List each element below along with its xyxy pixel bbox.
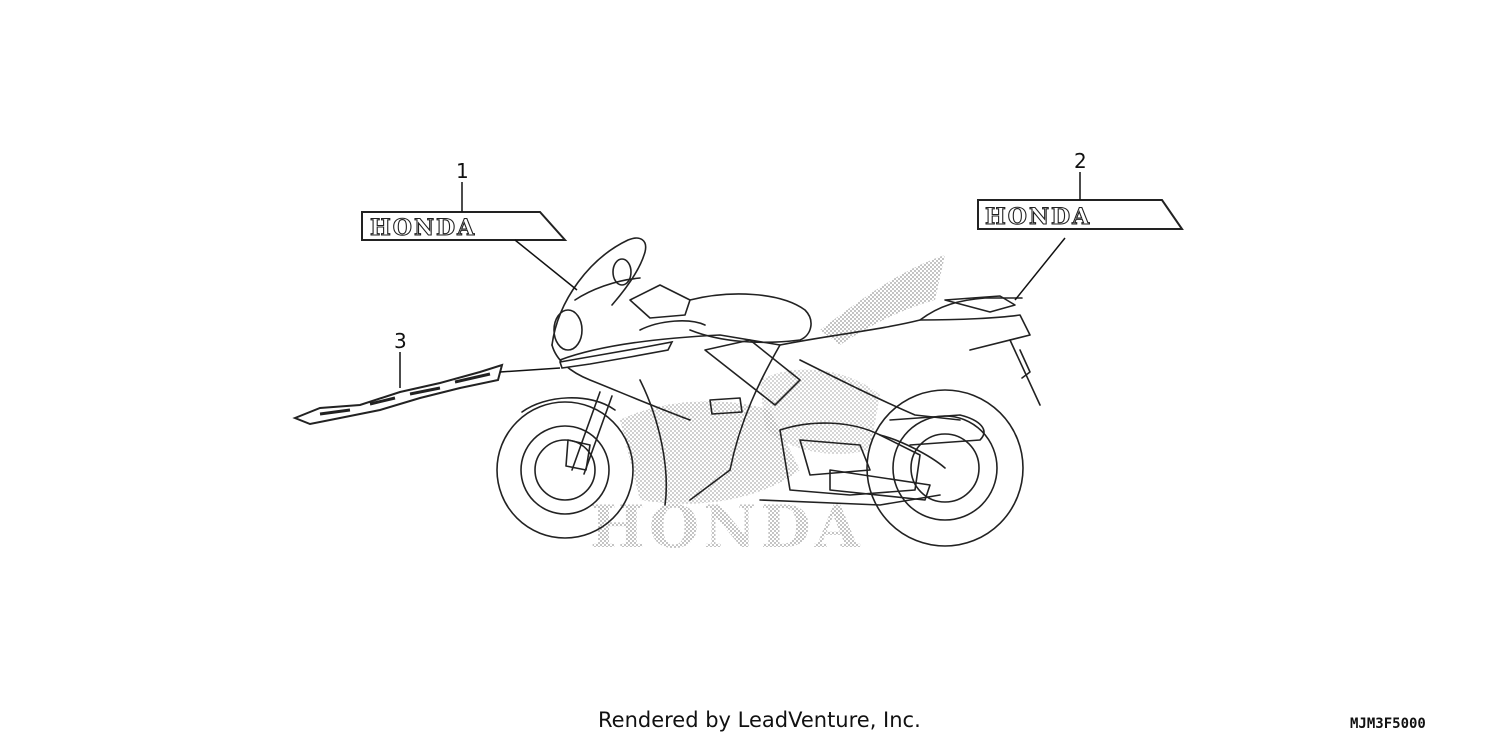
decal-2-text: HONDA [985,204,1091,230]
credit-text: Rendered by LeadVenture, Inc. [598,708,921,732]
leader-lines [399,172,1081,388]
motorcycle-outline-icon [496,237,1041,547]
honda-decal-1: HONDA [361,211,568,242]
dotted-shading [620,255,945,504]
callout-number-2: 2 [1074,149,1087,173]
honda-decal-2: HONDA [977,199,1184,231]
diagram-code: MJM3F5000 [1350,716,1426,732]
stripe-decal-icon [292,340,674,426]
honda-watermark: HONDA [590,493,864,561]
callout-number-1: 1 [456,159,469,183]
decal-1-text: HONDA [370,215,476,241]
callout-number-3: 3 [394,329,407,353]
